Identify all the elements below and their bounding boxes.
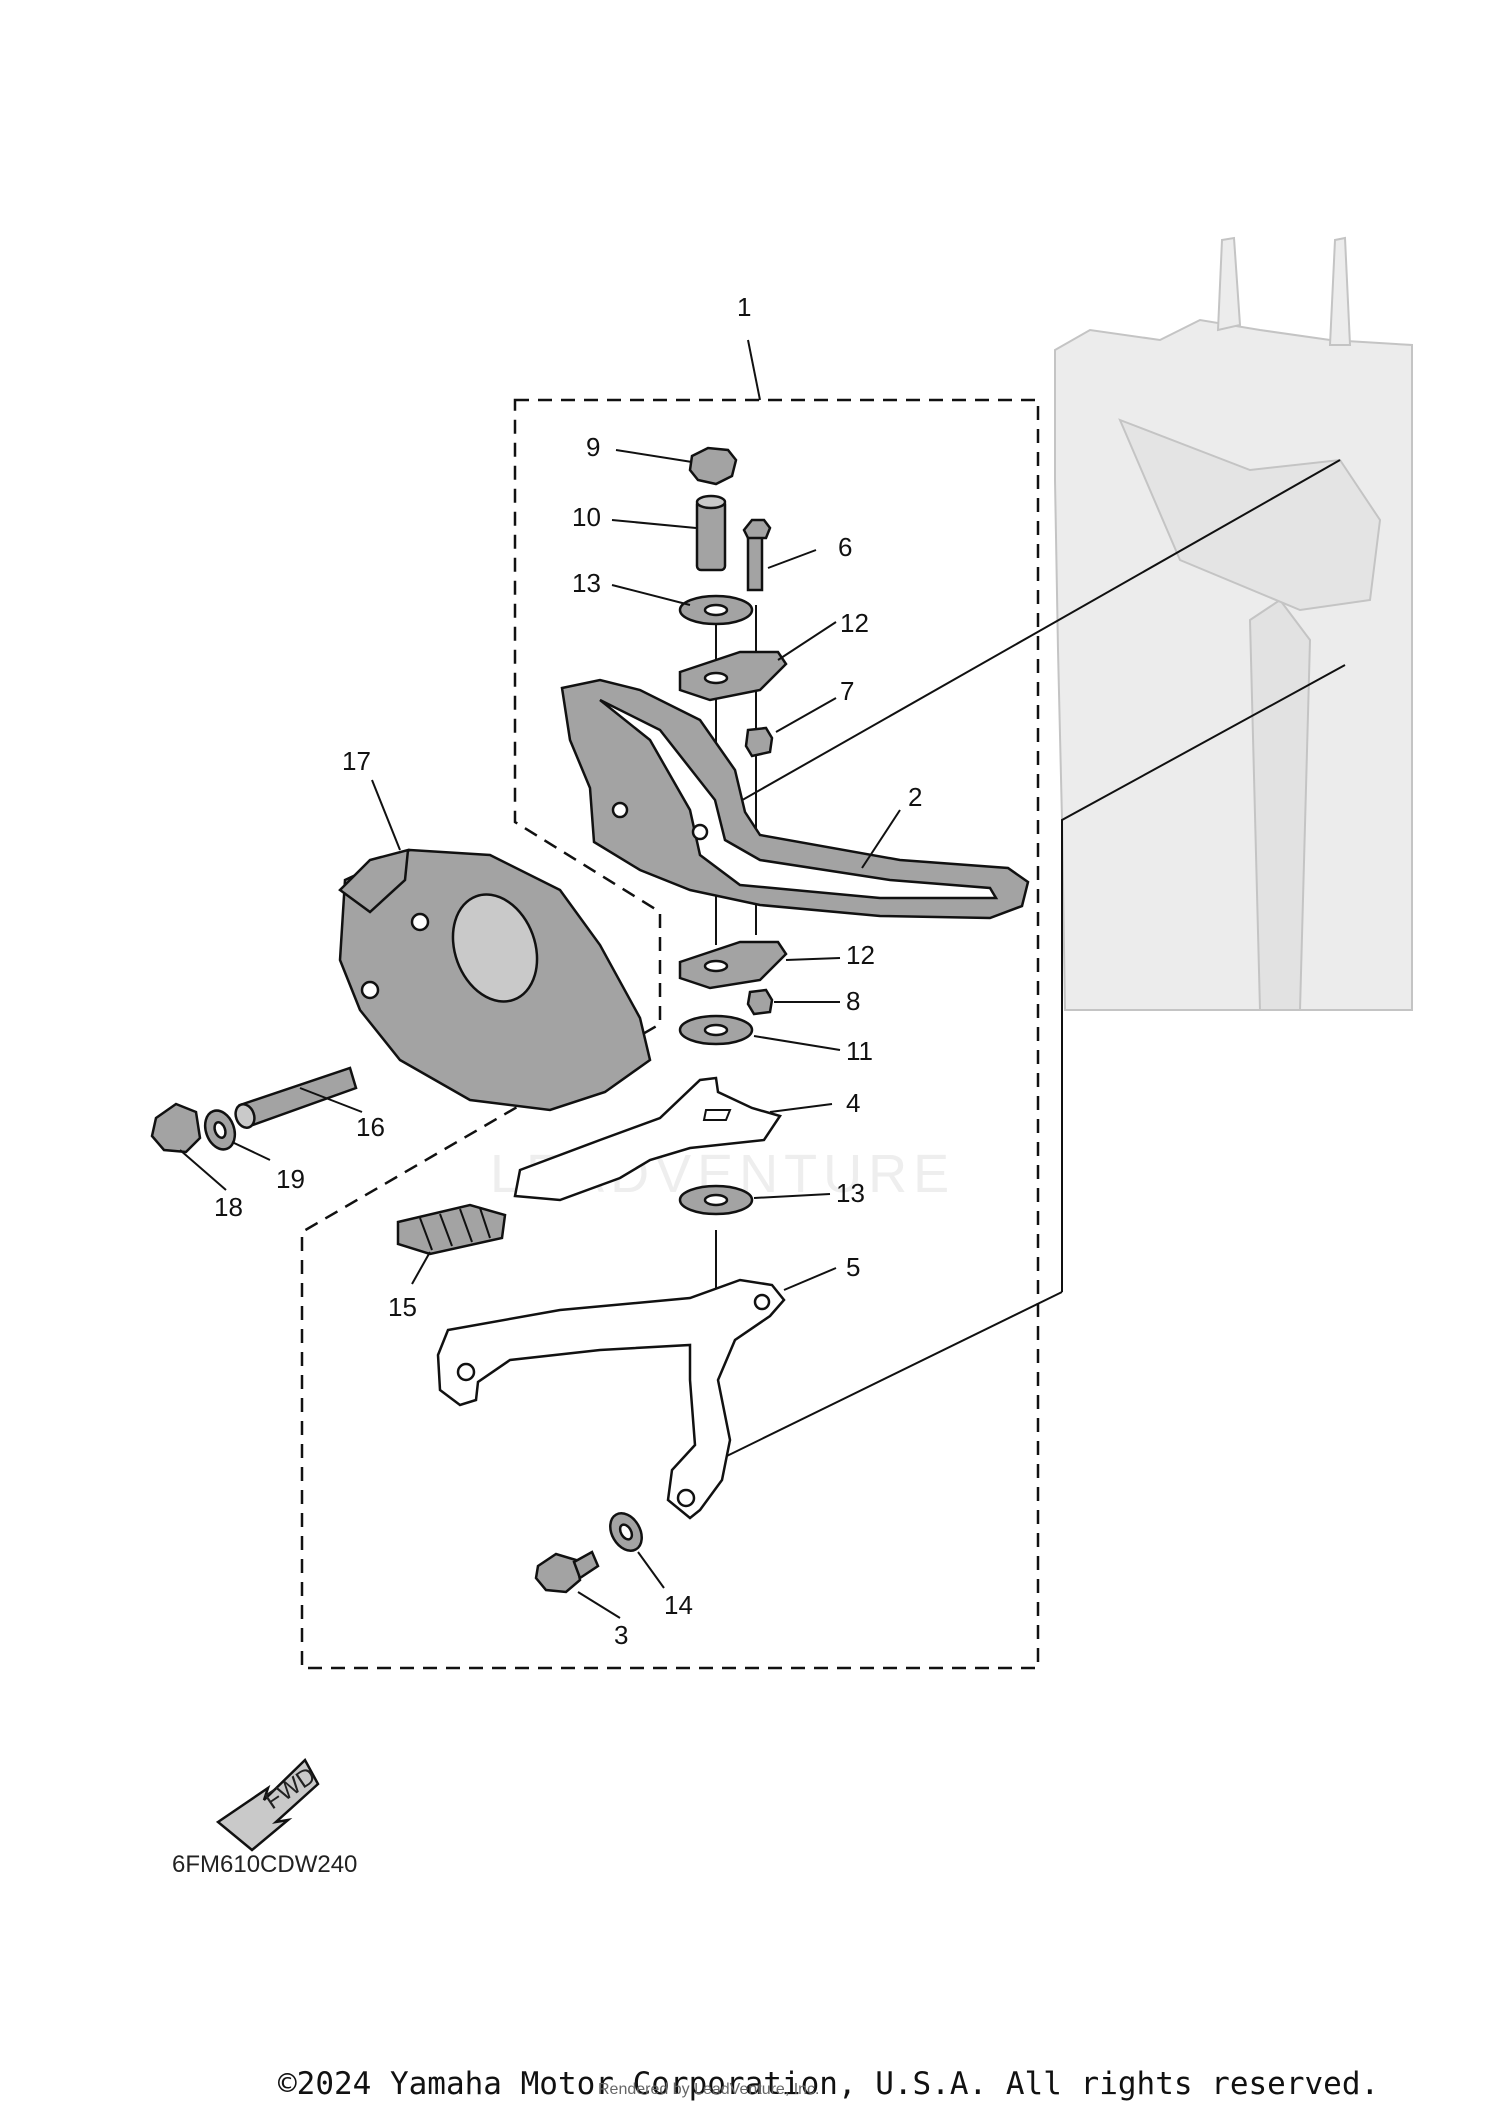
connector-line-upper bbox=[715, 459, 1341, 816]
label-part-8: 8 bbox=[846, 986, 860, 1016]
part-18-nut bbox=[150, 1102, 202, 1154]
label-part-10: 10 bbox=[572, 502, 601, 532]
part-14-washer bbox=[609, 1512, 643, 1552]
part-10-collar bbox=[695, 494, 727, 572]
part-7-nut bbox=[744, 726, 774, 758]
part-13-washer-upper bbox=[678, 594, 754, 626]
drawing-code: 6FM610CDW240 bbox=[172, 1851, 357, 1878]
label-part-6: 6 bbox=[838, 532, 852, 562]
label-part-18: 18 bbox=[214, 1192, 243, 1222]
part-13-washer-lower bbox=[678, 1184, 754, 1216]
part-8-nut bbox=[746, 988, 774, 1016]
part-15-pad bbox=[396, 1203, 507, 1256]
label-part-1: 1 bbox=[737, 292, 751, 322]
label-part-4: 4 bbox=[846, 1088, 860, 1118]
label-part-2: 2 bbox=[908, 782, 922, 812]
connector-line-engine bbox=[1061, 664, 1346, 1292]
part-17-housing bbox=[338, 848, 652, 1112]
label-part-9: 9 bbox=[586, 432, 600, 462]
label-part-13-lower: 13 bbox=[836, 1178, 865, 1208]
part-3-bolt bbox=[534, 1550, 600, 1594]
assembly-boundary bbox=[300, 398, 1040, 1670]
label-part-7: 7 bbox=[840, 676, 854, 706]
rendered-by-notice: Rendered by LeadVenture, Inc. bbox=[598, 2081, 820, 2098]
part-6-bolt bbox=[742, 518, 772, 592]
part-4-plate bbox=[513, 1076, 782, 1202]
connector-line-lower bbox=[687, 1291, 1063, 1476]
part-2-bracket bbox=[560, 678, 1030, 920]
part-16-shaft bbox=[234, 1066, 358, 1129]
part-12-plate-upper bbox=[678, 650, 788, 702]
label-part-13-upper: 13 bbox=[572, 568, 601, 598]
engine-background-illustration bbox=[1054, 236, 1413, 1011]
copyright-notice: ©2024 Yamaha Motor Corporation, U.S.A. A… bbox=[278, 2066, 1379, 2102]
part-5-lever bbox=[436, 1278, 786, 1520]
label-part-15: 15 bbox=[388, 1292, 417, 1322]
label-part-12-lower: 12 bbox=[846, 940, 875, 970]
part-19-washer bbox=[203, 1109, 237, 1151]
part-12-plate-lower bbox=[678, 940, 788, 990]
label-part-16: 16 bbox=[356, 1112, 385, 1142]
label-part-3: 3 bbox=[614, 1620, 628, 1650]
part-9-nut bbox=[688, 446, 738, 486]
label-part-11: 11 bbox=[846, 1036, 873, 1066]
leader-lines bbox=[179, 339, 901, 1619]
label-part-12-upper: 12 bbox=[840, 608, 869, 638]
part-11-washer bbox=[678, 1014, 754, 1046]
label-part-17: 17 bbox=[342, 746, 371, 776]
label-part-5: 5 bbox=[846, 1252, 860, 1282]
label-part-14: 14 bbox=[664, 1590, 693, 1620]
fwd-arrow-icon: FWD bbox=[215, 1757, 321, 1852]
label-part-19: 19 bbox=[276, 1164, 305, 1194]
